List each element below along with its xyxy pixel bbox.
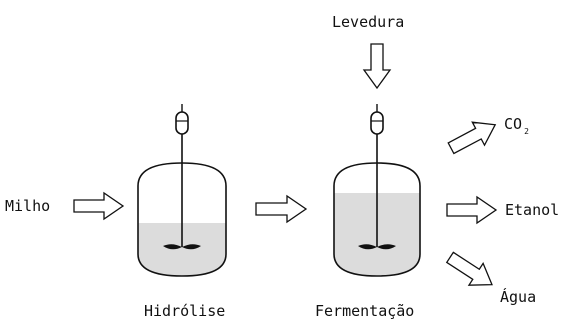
hydrolysis-motor: [175, 111, 189, 135]
fermentation-reactor: [333, 104, 421, 277]
yeast-arrow: [362, 43, 392, 90]
hydrolysis-impeller: [163, 244, 201, 250]
ethanol-label: Etanol: [505, 201, 559, 219]
fermentation-label: Fermentação: [315, 302, 414, 320]
hydrolysis-reactor: [137, 104, 227, 277]
ethanol-arrow: [446, 195, 498, 225]
fermentation-impeller: [358, 244, 396, 250]
water-arrow: [445, 251, 493, 286]
feed-arrow: [73, 191, 125, 221]
co2-main-text: CO: [504, 115, 522, 133]
feedstock-label: Milho: [5, 197, 50, 215]
water-label: Água: [500, 287, 536, 306]
fermentation-motor: [370, 111, 384, 135]
yeast-label: Levedura: [332, 13, 404, 31]
hydrolysis-liquid: [138, 223, 226, 276]
transfer-arrow: [255, 194, 308, 224]
co2-subscript: 2: [524, 127, 529, 136]
fermentation-vessel: [333, 162, 421, 277]
hydrolysis-label: Hidrólise: [144, 302, 225, 320]
hydrolysis-vessel: [137, 162, 227, 277]
co2-arrow: [447, 121, 497, 155]
